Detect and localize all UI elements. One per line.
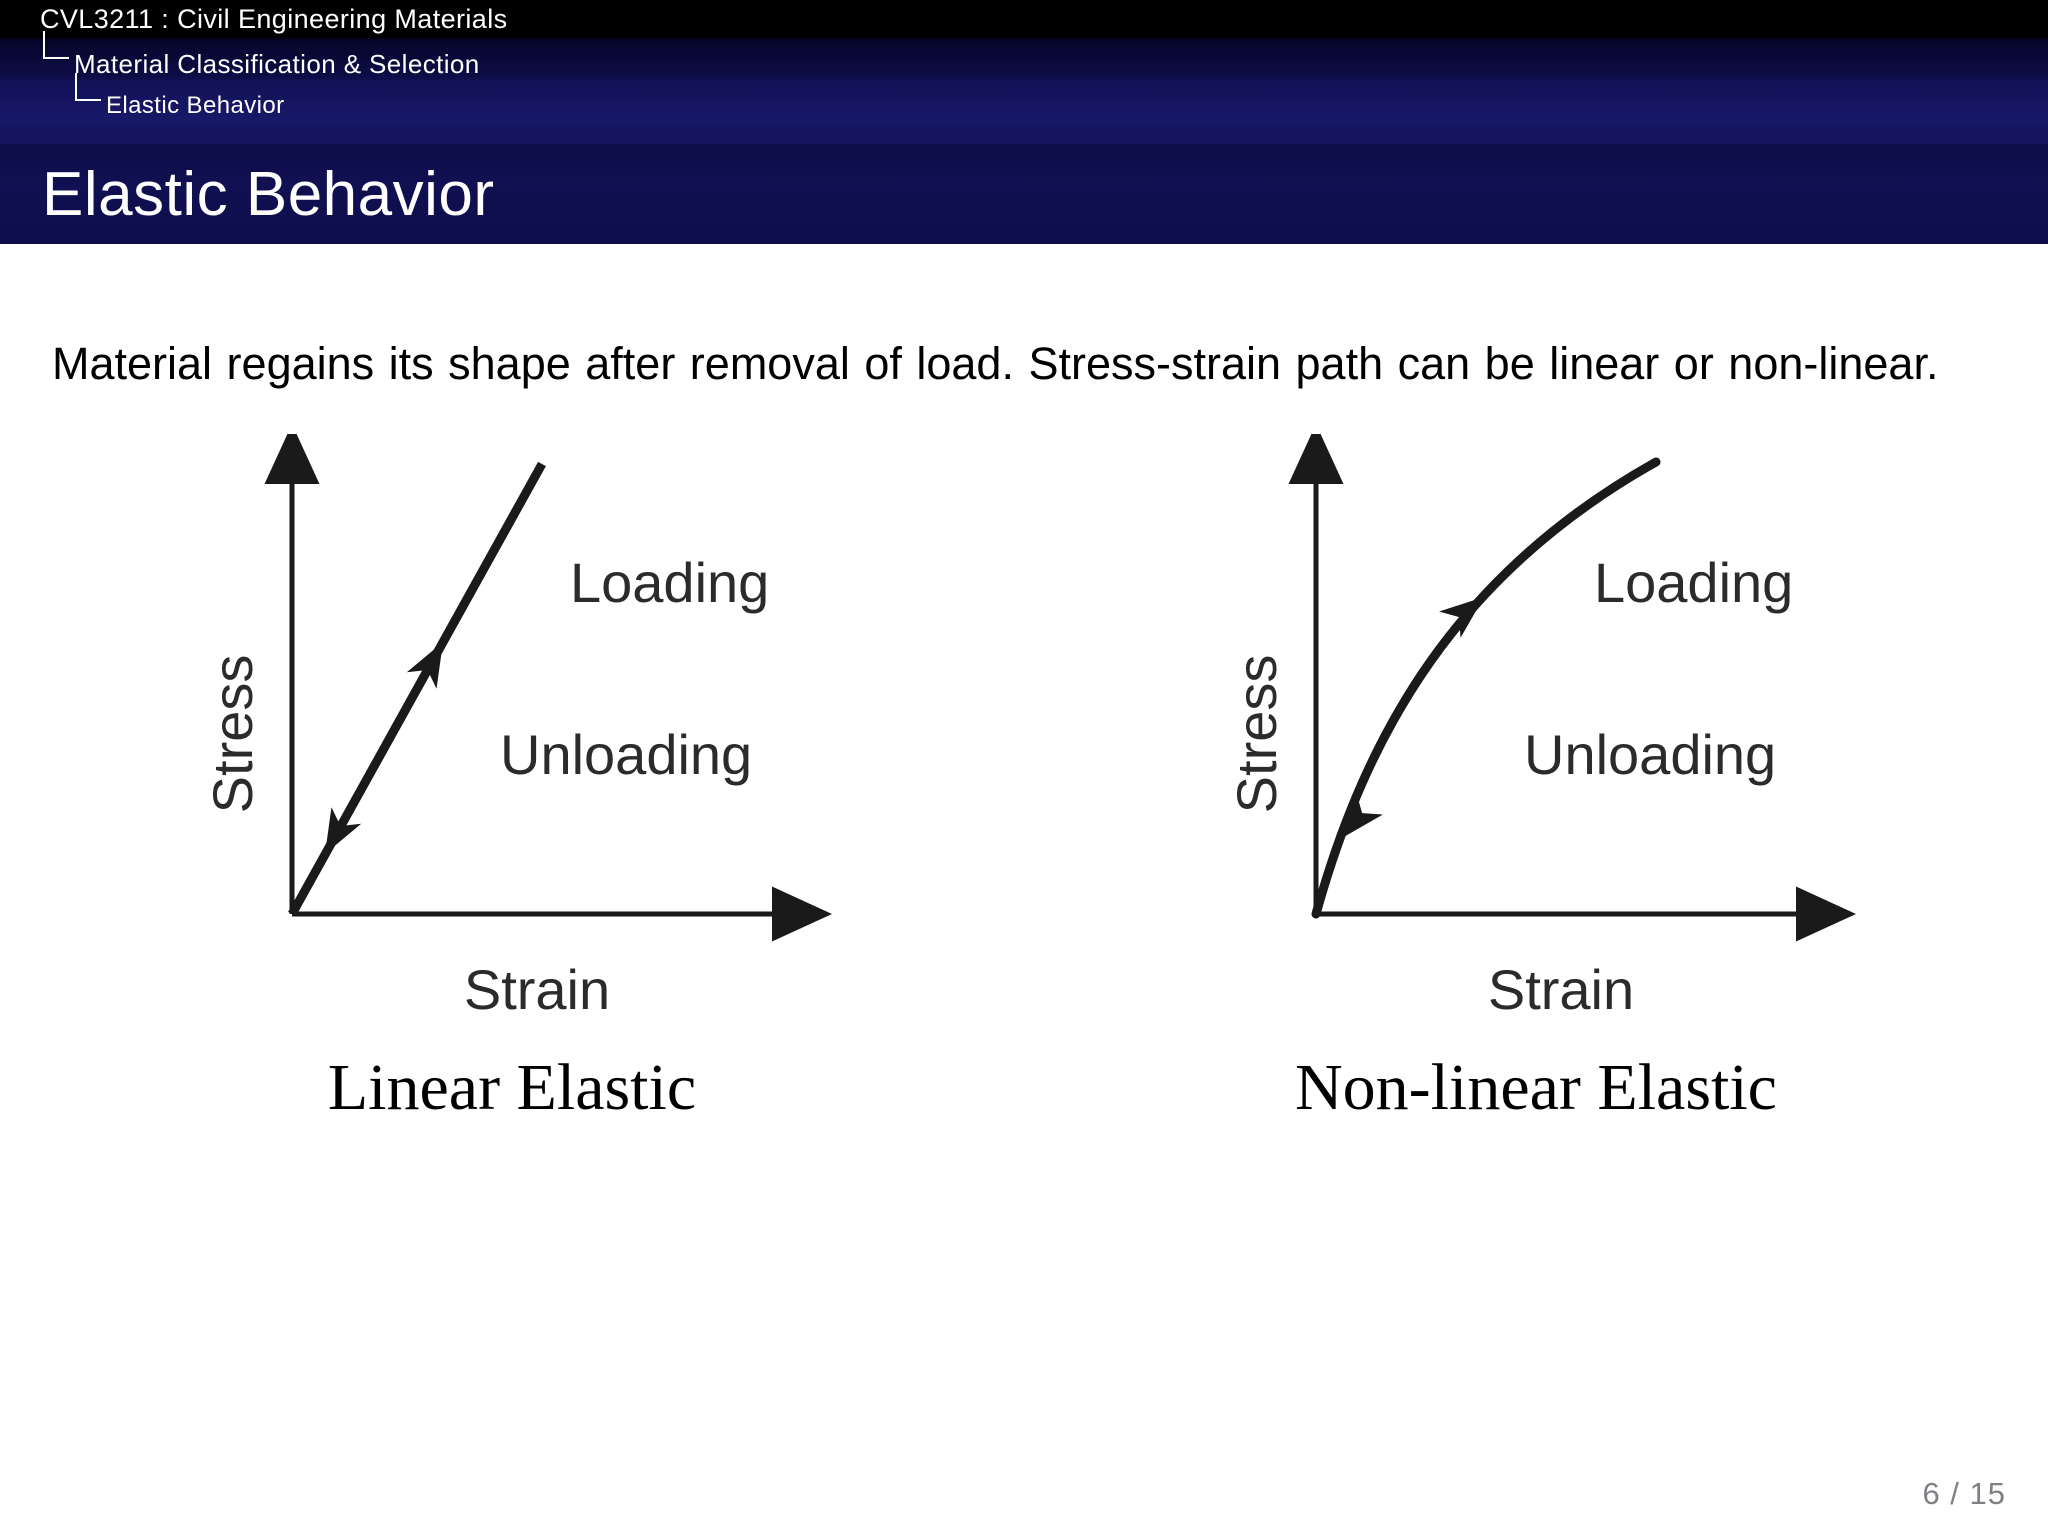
breadcrumb-level-2[interactable]: Elastic Behavior xyxy=(72,73,285,120)
figure-linear-elastic: Loading Unloading Stress Strain Linear E… xyxy=(132,434,892,1126)
page-number: 6 / 15 xyxy=(1922,1476,2006,1511)
unloading-arrowhead-icon xyxy=(1342,793,1383,838)
stress-strain-curve xyxy=(1311,457,1661,919)
breadcrumb-level-1-label: Material Classification & Selection xyxy=(74,49,480,79)
figure-nonlinear-elastic: Loading Unloading Stress Strain Non-line… xyxy=(1156,434,1916,1126)
linear-elastic-chart: Loading Unloading Stress Strain xyxy=(201,434,832,1021)
unloading-label: Unloading xyxy=(1524,723,1776,786)
unloading-label: Unloading xyxy=(500,723,752,786)
figure-caption: Linear Elastic xyxy=(327,1051,697,1124)
loading-label: Loading xyxy=(570,551,769,614)
figure-caption: Non-linear Elastic xyxy=(1295,1051,1777,1124)
tree-branch-icon xyxy=(40,31,74,73)
x-axis-label: Strain xyxy=(464,958,610,1021)
figures-row: Loading Unloading Stress Strain Linear E… xyxy=(0,434,2048,1126)
slide-body: Material regains its shape after removal… xyxy=(0,244,2048,1536)
breadcrumb-level-2-label: Elastic Behavior xyxy=(106,92,285,119)
navigation-header: CVL3211 : Civil Engineering Materials Ma… xyxy=(0,0,2048,172)
nonlinear-elastic-chart: Loading Unloading Stress Strain xyxy=(1225,434,1856,1021)
page-title: Elastic Behavior xyxy=(42,159,495,229)
loading-label: Loading xyxy=(1594,551,1793,614)
y-axis-label: Stress xyxy=(201,655,264,814)
loading-arrowhead-icon xyxy=(1439,597,1484,638)
tree-branch-icon xyxy=(72,73,106,113)
breadcrumb-level-1[interactable]: Material Classification & Selection xyxy=(40,31,480,80)
y-axis-label: Stress xyxy=(1225,655,1288,814)
breadcrumb-level-0-label: CVL3211 : Civil Engineering Materials xyxy=(40,4,508,34)
breadcrumb-level-0[interactable]: CVL3211 : Civil Engineering Materials xyxy=(40,4,508,35)
body-paragraph: Material regains its shape after removal… xyxy=(52,338,1939,389)
frame-title-bar: Elastic Behavior xyxy=(0,144,2048,244)
loading-arrowhead-icon xyxy=(406,642,443,689)
x-axis-label: Strain xyxy=(1488,958,1634,1021)
unloading-arrowhead-icon xyxy=(325,807,362,854)
